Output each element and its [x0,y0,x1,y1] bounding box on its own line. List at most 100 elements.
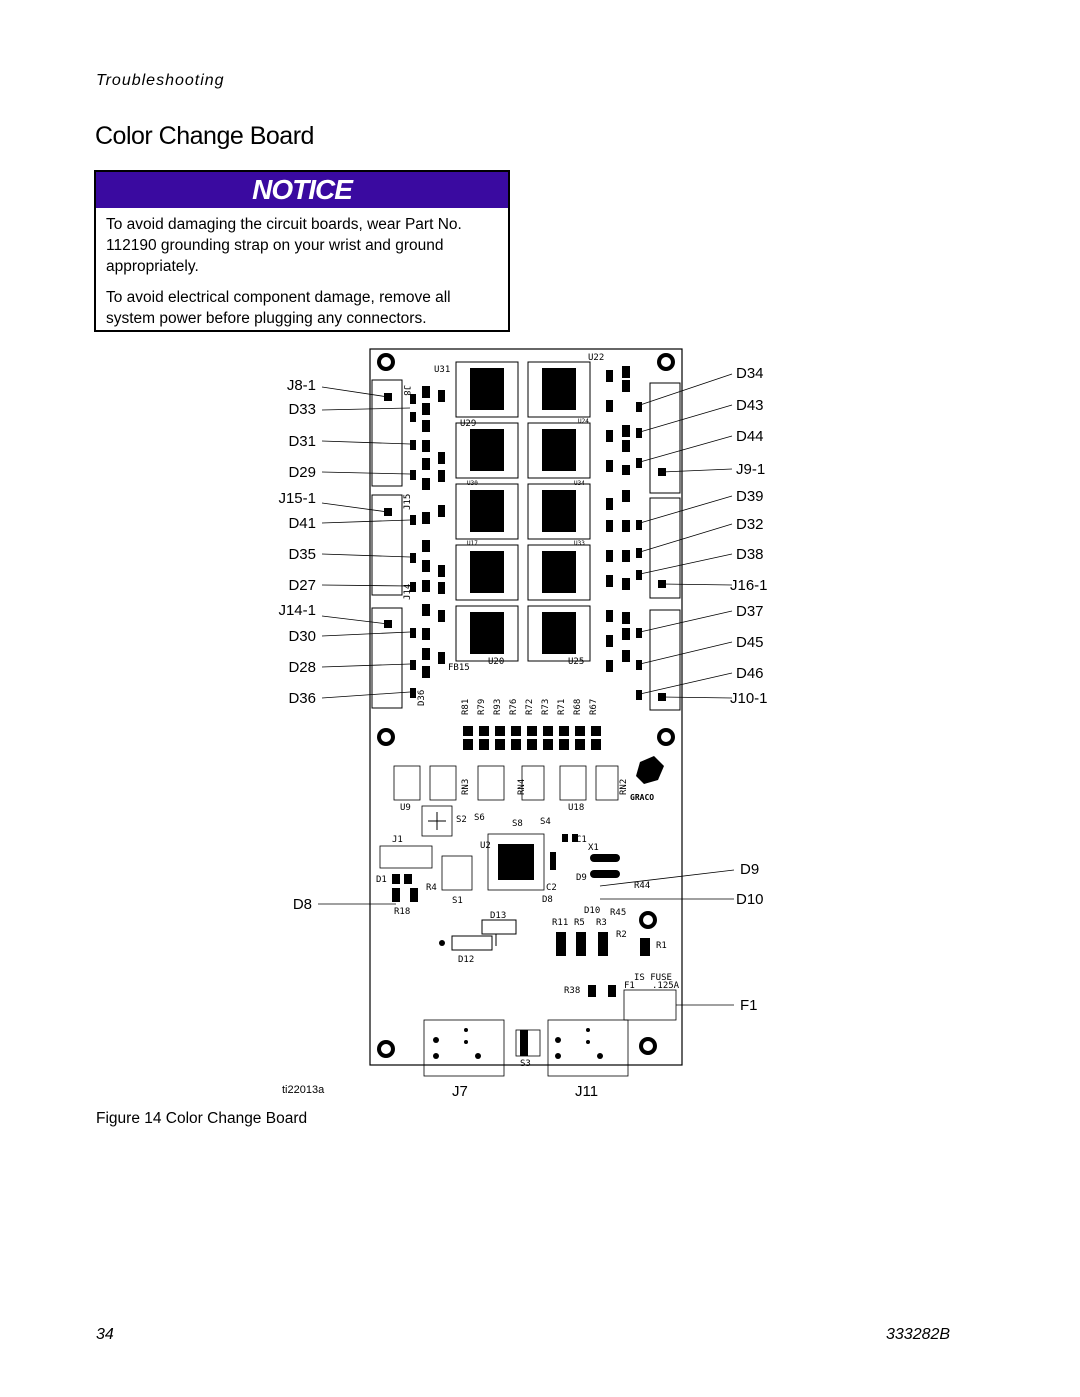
svg-text:U18: U18 [568,803,584,813]
svg-text:J8: J8 [401,385,411,396]
svg-text:FB15: FB15 [448,663,470,673]
callout-label: J7 [452,1083,468,1100]
svg-text:R44: R44 [634,881,650,891]
callout-label: D37 [736,603,764,620]
callout-label: D30 [288,628,316,645]
callout-label: D33 [288,401,316,418]
svg-text:R71: R71 [557,699,567,715]
svg-text:U33: U33 [574,540,585,547]
callout-label: D32 [736,516,764,533]
callout-label: D38 [736,546,764,563]
svg-text:IS FUSE: IS FUSE [634,973,672,983]
callout-label: D44 [736,428,764,445]
callout-label: D28 [288,659,316,676]
svg-text:U20: U20 [488,657,504,667]
callout-label: D35 [288,546,316,563]
callout-label: J11 [575,1083,599,1100]
svg-text:U2: U2 [480,841,491,851]
callout-label: J10-1 [730,690,768,707]
callout-label: J9-1 [736,461,766,478]
callout-label: D41 [288,515,316,532]
notice-paragraph: To avoid electrical component damage, re… [106,289,451,327]
callout-label: D36 [288,690,316,707]
svg-text:R67: R67 [589,699,599,715]
svg-text:U34: U34 [574,480,585,487]
svg-text:U9: U9 [400,803,411,813]
svg-text:RN2: RN2 [619,779,629,795]
svg-text:R93: R93 [493,699,503,715]
svg-text:J15: J15 [403,494,413,510]
callout-label: D45 [736,634,764,651]
svg-text:S1: S1 [452,896,463,906]
page-title: Color Change Board [95,122,314,150]
page-number: 34 [96,1326,114,1343]
svg-text:R38: R38 [564,986,580,996]
notice-box: NOTICE To avoid damaging the circuit boa… [94,170,510,332]
svg-text:J1: J1 [392,835,403,845]
callout-label: J8-1 [286,377,316,394]
svg-text:D8: D8 [542,895,553,905]
svg-text:S6: S6 [474,813,485,823]
callout-label: D34 [736,365,764,382]
callout-label: D43 [736,397,764,414]
svg-text:F1: F1 [624,981,635,991]
svg-text:.125A: .125A [652,981,680,991]
svg-text:GRACO: GRACO [630,793,654,802]
svg-text:D13: D13 [490,911,506,921]
svg-text:R1: R1 [656,941,667,951]
svg-text:R11: R11 [552,918,568,928]
svg-text:U25: U25 [568,657,584,667]
notice-heading: NOTICE [96,172,508,208]
svg-text:U24: U24 [578,418,589,425]
callout-label: D39 [736,488,764,505]
svg-text:S8: S8 [512,819,523,829]
document-number: 333282B [886,1326,951,1343]
svg-text:U29: U29 [460,419,476,429]
svg-text:C1: C1 [576,835,587,845]
svg-text:R68: R68 [573,699,583,715]
callout-label: D29 [288,464,316,481]
callout-label: D46 [736,665,764,682]
svg-text:D12: D12 [458,955,474,965]
svg-text:R2: R2 [616,930,627,940]
callout-label: F1 [740,997,758,1014]
svg-text:S2: S2 [456,815,467,825]
figure-caption: Figure 14 Color Change Board [96,1110,308,1127]
svg-text:R45: R45 [610,908,626,918]
callout-label: J14-1 [278,602,316,619]
svg-text:R18: R18 [394,907,410,917]
callout-label: J16-1 [730,577,768,594]
callout-label: J15-1 [278,490,316,507]
section-header: Troubleshooting [96,72,225,89]
svg-text:RN4: RN4 [517,779,527,795]
callout-label: D31 [288,433,316,450]
svg-text:RN3: RN3 [461,779,471,795]
svg-text:U30: U30 [467,480,478,487]
callout-label: D9 [740,861,760,878]
callout-label: D27 [288,577,316,594]
callout-label: D10 [736,891,764,908]
svg-text:J14: J14 [403,584,413,600]
svg-text:R73: R73 [541,699,551,715]
svg-text:U17: U17 [467,540,478,547]
svg-text:R4: R4 [426,883,437,893]
svg-text:S4: S4 [540,817,551,827]
svg-text:C2: C2 [546,883,557,893]
svg-text:R3: R3 [596,918,607,928]
svg-text:R5: R5 [574,918,585,928]
graco-logo: GRACO [630,756,664,802]
svg-text:X1: X1 [588,843,599,853]
svg-text:R81: R81 [461,699,471,715]
svg-text:U22: U22 [588,353,604,363]
svg-text:S3: S3 [520,1059,531,1069]
notice-body: To avoid damaging the circuit boards, we… [96,208,508,329]
notice-paragraph: To avoid damaging the circuit boards, we… [106,216,462,275]
svg-text:D1: D1 [376,875,387,885]
svg-text:D10: D10 [584,906,600,916]
svg-text:D36: D36 [417,690,427,706]
svg-text:R79: R79 [477,699,487,715]
svg-text:R76: R76 [509,699,519,715]
svg-text:D9: D9 [576,873,587,883]
figure-id: ti22013a [282,1084,325,1096]
